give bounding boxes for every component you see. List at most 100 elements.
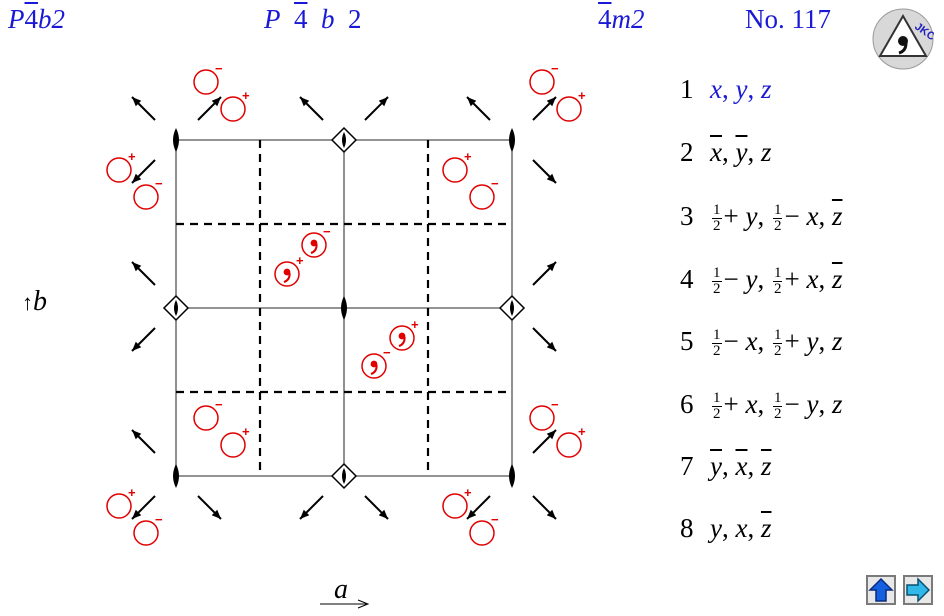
position-sign: −	[215, 61, 223, 76]
position-sign: +	[242, 88, 250, 103]
position-circle-icon	[529, 69, 555, 95]
arrowhead	[546, 509, 556, 519]
position-number: 8	[680, 513, 694, 543]
position-sign: +	[464, 149, 472, 164]
next-button[interactable]	[903, 575, 933, 605]
position-sign: −	[491, 512, 499, 527]
coordinate: z	[831, 389, 843, 419]
coordinate-term: − y,	[784, 389, 832, 419]
arrowhead	[132, 509, 142, 519]
coordinate-term: − x,	[784, 201, 832, 231]
position-number: 2	[680, 137, 694, 167]
coordinate-term: + x,	[784, 264, 832, 294]
position-sign: −	[491, 176, 499, 191]
arrowhead	[467, 509, 477, 519]
position-sign: −	[215, 397, 223, 412]
up-arrow-icon	[868, 577, 894, 602]
coordinate: y	[735, 74, 748, 104]
coordinate-term: + x,	[723, 389, 771, 419]
coordinate: x	[710, 74, 722, 104]
hermann-mauguin-full: P 4 b 2	[264, 4, 362, 34]
position-sign: +	[242, 424, 250, 439]
position-circle-icon	[556, 432, 582, 458]
axis-a-label: a	[334, 574, 348, 605]
arrowhead	[211, 509, 221, 519]
coordinate: x	[735, 513, 748, 543]
arrowhead	[132, 173, 142, 183]
coordinate: z	[760, 74, 772, 104]
position-circle-icon	[442, 493, 468, 519]
coordinate: y	[710, 513, 722, 543]
coordinate: z	[760, 137, 772, 167]
twofold-axis-icon	[509, 464, 515, 488]
general-positions: −+−++−+−−+−++−+−−++−	[106, 61, 586, 546]
position-circle-icon	[193, 69, 219, 95]
position-circle-icon	[469, 520, 495, 546]
position-circle-icon	[193, 405, 219, 431]
axis-a-arrow	[320, 599, 370, 609]
up-button[interactable]	[866, 575, 896, 605]
symmetry-diagram: −+−++−+−−+−++−+−−++−	[106, 61, 586, 546]
coordinate: x	[710, 137, 722, 167]
coordinate: z	[831, 264, 843, 294]
position-sign: −	[155, 176, 163, 191]
axis-b-label: ↑b	[22, 286, 47, 317]
position-circle-icon	[220, 96, 246, 122]
arrowhead	[300, 97, 310, 107]
position-circle-icon	[389, 325, 415, 351]
arrowhead	[211, 97, 221, 107]
arrowhead	[300, 509, 310, 519]
twofold-axis-icon	[173, 128, 179, 152]
position-sign: −	[551, 397, 559, 412]
arrowhead	[546, 341, 556, 351]
hermann-mauguin-short: P4b2	[8, 4, 65, 34]
position-circle-icon	[133, 520, 159, 546]
comma-tail-icon	[283, 272, 291, 283]
position-sign: +	[578, 424, 586, 439]
position-circle-icon	[106, 493, 132, 519]
fourbar-axis-core	[342, 468, 346, 484]
position-number: 4	[680, 264, 694, 294]
arrowhead	[132, 97, 142, 107]
position-circle-icon	[106, 157, 132, 183]
position-sign: +	[296, 253, 304, 268]
coordinate: y	[710, 451, 722, 481]
coordinate-term: + y,	[784, 326, 832, 356]
crystal-logo-icon: JKC	[872, 8, 934, 70]
position-sign: −	[551, 61, 559, 76]
coordinate: z	[831, 201, 843, 231]
comma-tail-icon	[398, 336, 406, 347]
fourbar-axis-core	[510, 300, 514, 316]
coordinate-term: − y,	[723, 264, 771, 294]
point-group: 4m2	[598, 4, 645, 34]
position-number: 7	[680, 451, 694, 481]
arrowhead	[546, 173, 556, 183]
arrowhead	[378, 97, 388, 107]
position-sign: −	[383, 345, 391, 360]
coordinate: z	[760, 451, 772, 481]
position-sign: −	[323, 224, 331, 239]
position-circle-icon	[469, 184, 495, 210]
position-number: 1	[680, 74, 694, 104]
arrowhead	[546, 97, 556, 107]
arrowhead	[132, 341, 142, 351]
comma-tail-icon	[310, 243, 318, 254]
symmetry-elements	[131, 96, 557, 520]
position-circle-icon	[556, 96, 582, 122]
coordinate: x	[735, 451, 748, 481]
coordinate: z	[760, 513, 772, 543]
position-sign: +	[128, 149, 136, 164]
position-circle-icon	[274, 261, 300, 287]
coordinate-term: − x,	[723, 326, 771, 356]
